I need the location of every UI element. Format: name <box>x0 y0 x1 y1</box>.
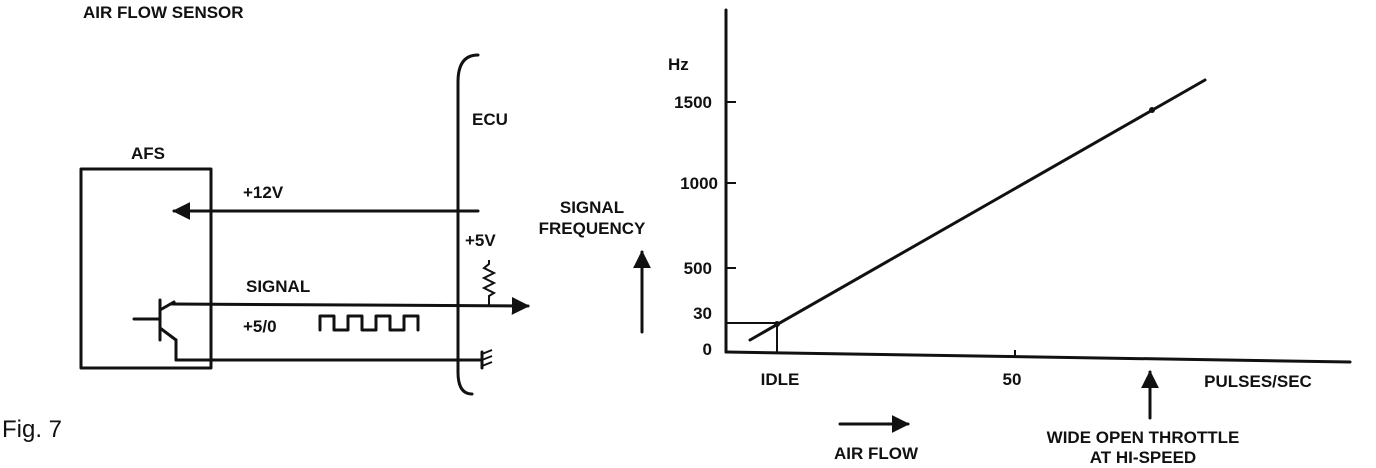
supply-5v-label: +5V <box>465 231 496 250</box>
signal-levels-label: +5/0 <box>243 317 277 336</box>
signal-label: SIGNAL <box>246 277 310 296</box>
x-tick-label-50: 50 <box>1003 370 1022 389</box>
afs-label: AFS <box>131 144 165 163</box>
data-point-wot <box>1149 107 1155 113</box>
ecu-label: ECU <box>472 110 508 129</box>
frequency-graph: SIGNAL FREQUENCY Hz 1500 1000 500 30 0 I… <box>539 8 1352 467</box>
y-axis-title-line2: FREQUENCY <box>539 219 646 238</box>
x-tick-label-idle: IDLE <box>761 370 800 389</box>
transistor-icon <box>132 298 178 362</box>
y-tick-label-1500: 1500 <box>674 93 712 112</box>
square-wave-icon <box>318 314 420 332</box>
afs-box <box>79 167 213 370</box>
circuit-schematic: AFS ECU +12V +5V SIGNAL +5/0 <box>79 53 530 396</box>
wot-label-line2: AT HI-SPEED <box>1090 448 1196 467</box>
ground-icon <box>480 349 493 370</box>
wot-label-line1: WIDE OPEN THROTTLE <box>1047 428 1240 447</box>
supply-12v-label: +12V <box>243 183 284 202</box>
y-tick-label-0: 0 <box>703 340 712 359</box>
x-unit-label: PULSES/SEC <box>1204 372 1312 391</box>
signal-line <box>170 296 530 315</box>
x-axis <box>724 350 1352 364</box>
y-tick-label-500: 500 <box>684 259 712 278</box>
data-point-idle <box>774 321 780 327</box>
diagram-title: AIR FLOW SENSOR <box>83 3 244 22</box>
pullup-resistor <box>481 260 497 306</box>
series-line <box>748 78 1207 342</box>
y-tick-label-1000: 1000 <box>680 174 718 193</box>
figure-label: Fig. 7 <box>2 416 62 443</box>
ecu-bracket <box>456 53 480 396</box>
y-axis-title-line1: SIGNAL <box>560 198 624 217</box>
y-unit-label: Hz <box>668 55 689 74</box>
y-tick-label-30: 30 <box>693 304 712 323</box>
air-flow-label: AIR FLOW <box>834 444 919 463</box>
